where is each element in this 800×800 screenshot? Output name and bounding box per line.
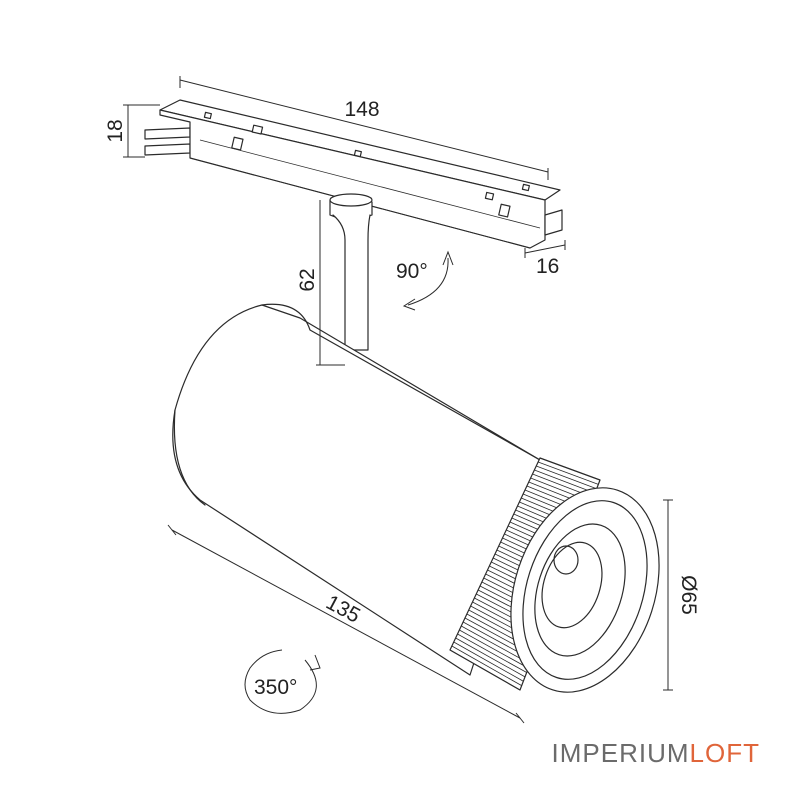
dimension-16: 16 [524,240,566,278]
stem-height-label: 62 [296,268,319,291]
stem [329,193,373,351]
knurl-line [457,633,527,673]
dimension-148: 148 [179,76,549,180]
pan-rotation: 350° [244,649,321,714]
dimension-62: 62 [296,200,345,366]
track-length-label: 148 [344,98,379,121]
head-diameter-label: Ø65 [677,575,700,615]
brand-part2: LOFT [690,738,760,768]
knurl-line [453,641,524,682]
dimension-o65: Ø65 [663,499,700,691]
knurl-line [537,461,599,485]
dimension-18: 18 [104,104,160,158]
knurl-line [451,645,522,686]
tilt-angle-label: 90° [396,260,428,283]
knurl-line [536,465,597,490]
lens-head [510,487,660,693]
tilt-rotation: 90° [396,250,454,311]
knurl-line [534,469,596,494]
lamp-body [172,303,541,676]
brand-logo: IMPERIUMLOFT [552,738,760,768]
knurl-line [539,457,601,481]
knurl-line [455,637,526,678]
knurl-line [461,625,531,665]
brand-part1: IMPERIUM [552,738,690,768]
track-height-label: 18 [104,119,127,142]
knurl-line [459,629,529,669]
knurl-line [449,649,521,691]
track-width-label: 16 [536,255,559,278]
pan-angle-label: 350° [254,676,297,699]
